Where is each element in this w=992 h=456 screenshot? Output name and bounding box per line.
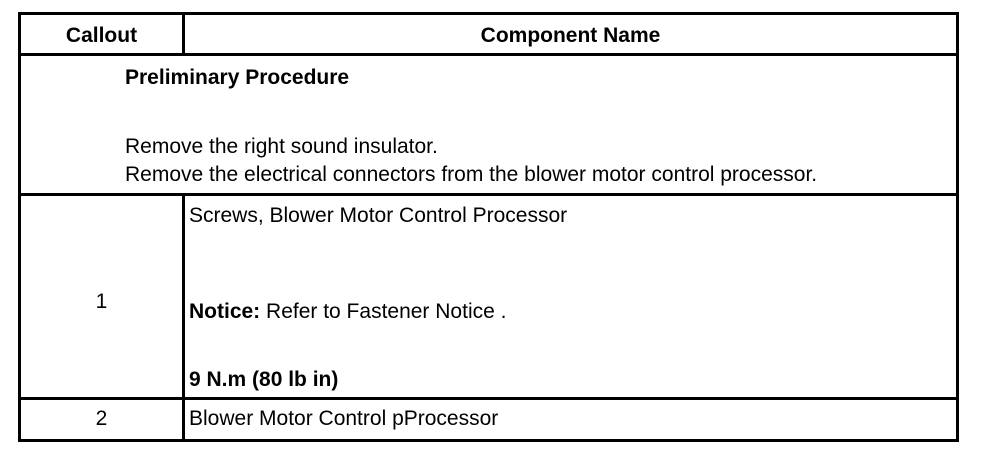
- notice-text: Refer to Fastener Notice .: [260, 300, 507, 323]
- component-name-column-header: Component Name: [480, 24, 661, 47]
- callout-header-cell: Callout: [21, 15, 185, 53]
- fastener-notice: Notice: Refer to Fastener Notice .: [189, 300, 506, 324]
- torque-spec: 9 N.m (80 lb in): [189, 368, 339, 391]
- component-name: Blower Motor Control pProcessor: [189, 407, 499, 430]
- callout-number: 1: [95, 290, 108, 313]
- preliminary-step: Remove the right sound insulator.: [125, 135, 438, 158]
- callout-cell: 2: [21, 400, 185, 440]
- table-header-row: Callout Component Name: [21, 15, 956, 56]
- notice-label: Notice:: [189, 300, 261, 323]
- callout-column-header: Callout: [65, 24, 138, 47]
- preliminary-step: Remove the electrical connectors from th…: [125, 163, 818, 186]
- callout-cell: 1: [21, 196, 185, 397]
- component-name: Screws, Blower Motor Control Processor: [189, 204, 568, 227]
- component-name-header-cell: Component Name: [185, 15, 956, 53]
- preliminary-procedure-title: Preliminary Procedure: [125, 66, 350, 89]
- component-name-cell: Blower Motor Control pProcessor: [185, 400, 956, 440]
- component-name-cell: Screws, Blower Motor Control Processor N…: [185, 196, 956, 397]
- table-row: 2 Blower Motor Control pProcessor: [21, 400, 956, 440]
- preliminary-procedure-row: Preliminary Procedure Remove the right s…: [21, 56, 956, 196]
- callout-number: 2: [95, 407, 108, 430]
- component-table: Callout Component Name Preliminary Proce…: [18, 12, 959, 442]
- table-row: 1 Screws, Blower Motor Control Processor…: [21, 196, 956, 400]
